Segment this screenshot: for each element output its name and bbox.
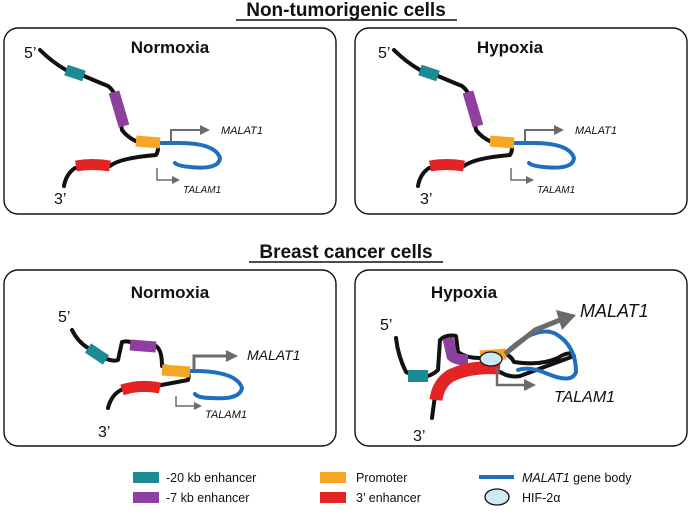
malat1-label: MALAT1: [575, 125, 617, 137]
malat1-arrow: [170, 129, 200, 141]
legend-item-gene-body: MALAT1 gene body: [479, 471, 632, 485]
panel-nt-hypoxia: Hypoxia 5’ 3’ MALAT1 TALAM1: [354, 27, 688, 215]
legend-swatch-orange: [320, 472, 346, 483]
five-prime-label: 5’: [378, 45, 390, 62]
three-prime-label: 3’: [54, 191, 66, 208]
enhancer-20kb-block: [64, 64, 86, 82]
three-prime-label: 3’: [413, 428, 425, 445]
talam1-arrow: [175, 396, 194, 407]
malat1-label: MALAT1: [247, 347, 300, 363]
enhancer-7kb-block: [442, 336, 469, 366]
malat1-label: MALAT1: [580, 301, 649, 321]
legend-item-enh3: 3’ enhancer: [320, 491, 421, 505]
gene-body-line: [502, 329, 579, 381]
panel-title: Hypoxia: [431, 283, 498, 302]
panel-bc-hypoxia: Hypoxia 5’ 3’ MALAT1 TALAM1: [354, 269, 688, 447]
malat1-arrowhead: [554, 125, 564, 135]
talam1-arrowhead: [526, 176, 534, 184]
section-title-breast-cancer: Breast cancer cells: [259, 242, 432, 263]
enhancer-20kb-block: [84, 343, 110, 365]
panel-bc-normoxia: Normoxia 5’ 3’ MALAT1 TALAM1: [3, 269, 337, 447]
talam1-arrowhead: [172, 176, 180, 184]
malat1-arrowhead: [556, 310, 576, 330]
gene-body-line: [512, 140, 577, 170]
malat1-arrow: [524, 129, 554, 141]
chromatin-fiber: [392, 48, 514, 188]
talam1-label: TALAM1: [554, 389, 615, 406]
malat1-arrow: [192, 354, 226, 370]
malat1-arrowhead: [226, 350, 238, 362]
legend-swatch-teal: [133, 472, 159, 483]
malat1-arrowhead: [200, 125, 210, 135]
enhancer-3prime-block: [74, 159, 111, 172]
legend-gene-italic: MALAT1: [522, 471, 570, 485]
enhancer-20kb-block: [418, 64, 440, 82]
legend-swatch-red: [320, 492, 346, 503]
legend-item-enh7: -7 kb enhancer: [133, 491, 249, 505]
panel-title: Normoxia: [131, 38, 210, 57]
enhancer-3prime-block: [120, 380, 162, 396]
talam1-arrow: [510, 168, 526, 181]
promoter-block: [161, 364, 191, 378]
talam1-label: TALAM1: [205, 409, 247, 421]
malat1-label: MALAT1: [221, 125, 263, 137]
legend-label: Promoter: [356, 471, 407, 485]
promoter-block: [135, 135, 161, 149]
legend-label: HIF-2α: [522, 491, 560, 505]
legend-label: MALAT1 gene body: [522, 471, 632, 485]
talam1-label: TALAM1: [537, 185, 575, 196]
talam1-arrow: [156, 168, 172, 181]
five-prime-label: 5’: [380, 317, 392, 334]
chromatin-fiber: [38, 48, 160, 188]
talam1-arrowhead: [194, 402, 202, 410]
legend-gene-rest: gene body: [570, 471, 633, 485]
enhancer-3prime-block: [429, 361, 501, 402]
enhancer-7kb-block: [129, 339, 157, 353]
legend-label: -20 kb enhancer: [166, 471, 256, 485]
hif2a-ellipse: [479, 351, 503, 367]
talam1-arrow: [495, 368, 524, 387]
promoter-block: [489, 135, 515, 149]
panel-nt-normoxia: Normoxia 5’ 3’ MALAT1 TALAM1: [3, 27, 337, 215]
malat1-arrow: [503, 317, 561, 356]
five-prime-label: 5’: [24, 45, 36, 62]
three-prime-label: 3’: [420, 191, 432, 208]
legend-label: 3’ enhancer: [356, 491, 421, 505]
panel-frame: [3, 269, 337, 447]
legend-swatch-hif-ellipse: [484, 488, 510, 506]
legend-swatch-purple: [133, 492, 159, 503]
enhancer-3prime-block: [428, 159, 465, 172]
section-title-non-tumorigenic: Non-tumorigenic cells: [246, 0, 446, 21]
legend-item-hif: HIF-2α: [484, 488, 560, 506]
panel-title: Hypoxia: [477, 38, 544, 57]
talam1-arrowhead: [524, 379, 536, 391]
enhancer-7kb-block: [462, 90, 484, 128]
legend-item-promoter: Promoter: [320, 471, 407, 485]
three-prime-label: 3’: [98, 424, 110, 441]
enhancer-7kb-block: [108, 90, 130, 128]
talam1-label: TALAM1: [183, 185, 221, 196]
gene-body-line: [188, 369, 245, 401]
five-prime-label: 5’: [58, 309, 70, 326]
legend: -20 kb enhancer -7 kb enhancer Promoter …: [133, 471, 632, 506]
panel-title: Normoxia: [131, 283, 210, 302]
panel-frame: [354, 269, 688, 447]
gene-body-line: [158, 140, 223, 170]
legend-item-enh20: -20 kb enhancer: [133, 471, 256, 485]
legend-label: -7 kb enhancer: [166, 491, 249, 505]
